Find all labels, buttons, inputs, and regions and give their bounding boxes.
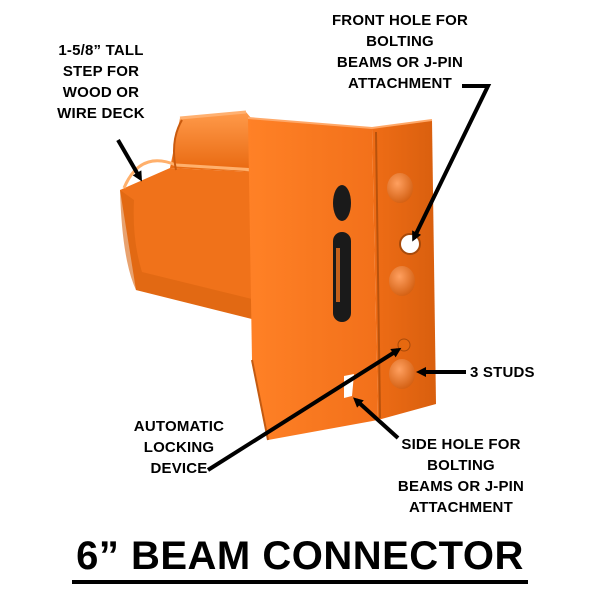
callout-arrows <box>116 84 492 472</box>
callout-step-line-3: WOOD OR <box>62 84 140 101</box>
callout-front-line-2: BOLTING <box>366 33 434 50</box>
front-plate <box>247 117 378 441</box>
arrow-side-hole <box>353 397 400 440</box>
arrow-front-hole <box>412 84 492 242</box>
lower-slot <box>333 232 351 322</box>
callout-step-line-1: 1-5/8” TALL <box>58 42 144 59</box>
callout-step: 1-5/8” TALL STEP FOR WOOD OR WIRE DECK <box>40 40 162 124</box>
diagram-title: 6” BEAM CONNECTOR <box>72 534 528 584</box>
arrow-locking <box>206 347 402 472</box>
callout-lock-line-1: AUTOMATIC <box>133 418 225 435</box>
diagram-title-wrap: 6” BEAM CONNECTOR <box>0 534 600 584</box>
callout-side-hole: SIDE HOLE FOR BOLTING BEAMS OR J-PIN ATT… <box>378 434 544 518</box>
callout-front-line-4: ATTACHMENT <box>348 75 452 92</box>
stud-middle <box>389 266 415 296</box>
stud-top <box>387 173 413 203</box>
callout-side-line-4: ATTACHMENT <box>409 499 513 516</box>
callout-side-line-3: BEAMS OR J-PIN <box>397 478 525 495</box>
callout-studs: 3 STUDS <box>470 362 535 383</box>
callout-front-line-1: FRONT HOLE FOR <box>331 12 469 29</box>
callout-step-line-4: WIRE DECK <box>57 105 145 122</box>
callout-side-line-1: SIDE HOLE FOR <box>401 436 521 453</box>
callout-step-line-2: STEP FOR <box>62 63 140 80</box>
beam-section <box>120 110 257 320</box>
callout-lock-line-2: LOCKING <box>143 439 215 456</box>
callout-front-hole: FRONT HOLE FOR BOLTING BEAMS OR J-PIN AT… <box>312 10 488 94</box>
arrow-step <box>116 138 143 182</box>
callout-lock-line-3: DEVICE <box>150 460 208 477</box>
locking-pin <box>397 338 411 352</box>
stud-bottom <box>389 359 415 389</box>
upper-slot <box>333 185 351 221</box>
callout-side-line-2: BOLTING <box>427 457 495 474</box>
callout-locking-device: AUTOMATIC LOCKING DEVICE <box>120 416 238 479</box>
callout-front-line-3: BEAMS OR J-PIN <box>336 54 464 71</box>
front-hole <box>399 233 421 255</box>
callout-studs-text: 3 STUDS <box>470 364 535 381</box>
studs <box>387 173 415 389</box>
